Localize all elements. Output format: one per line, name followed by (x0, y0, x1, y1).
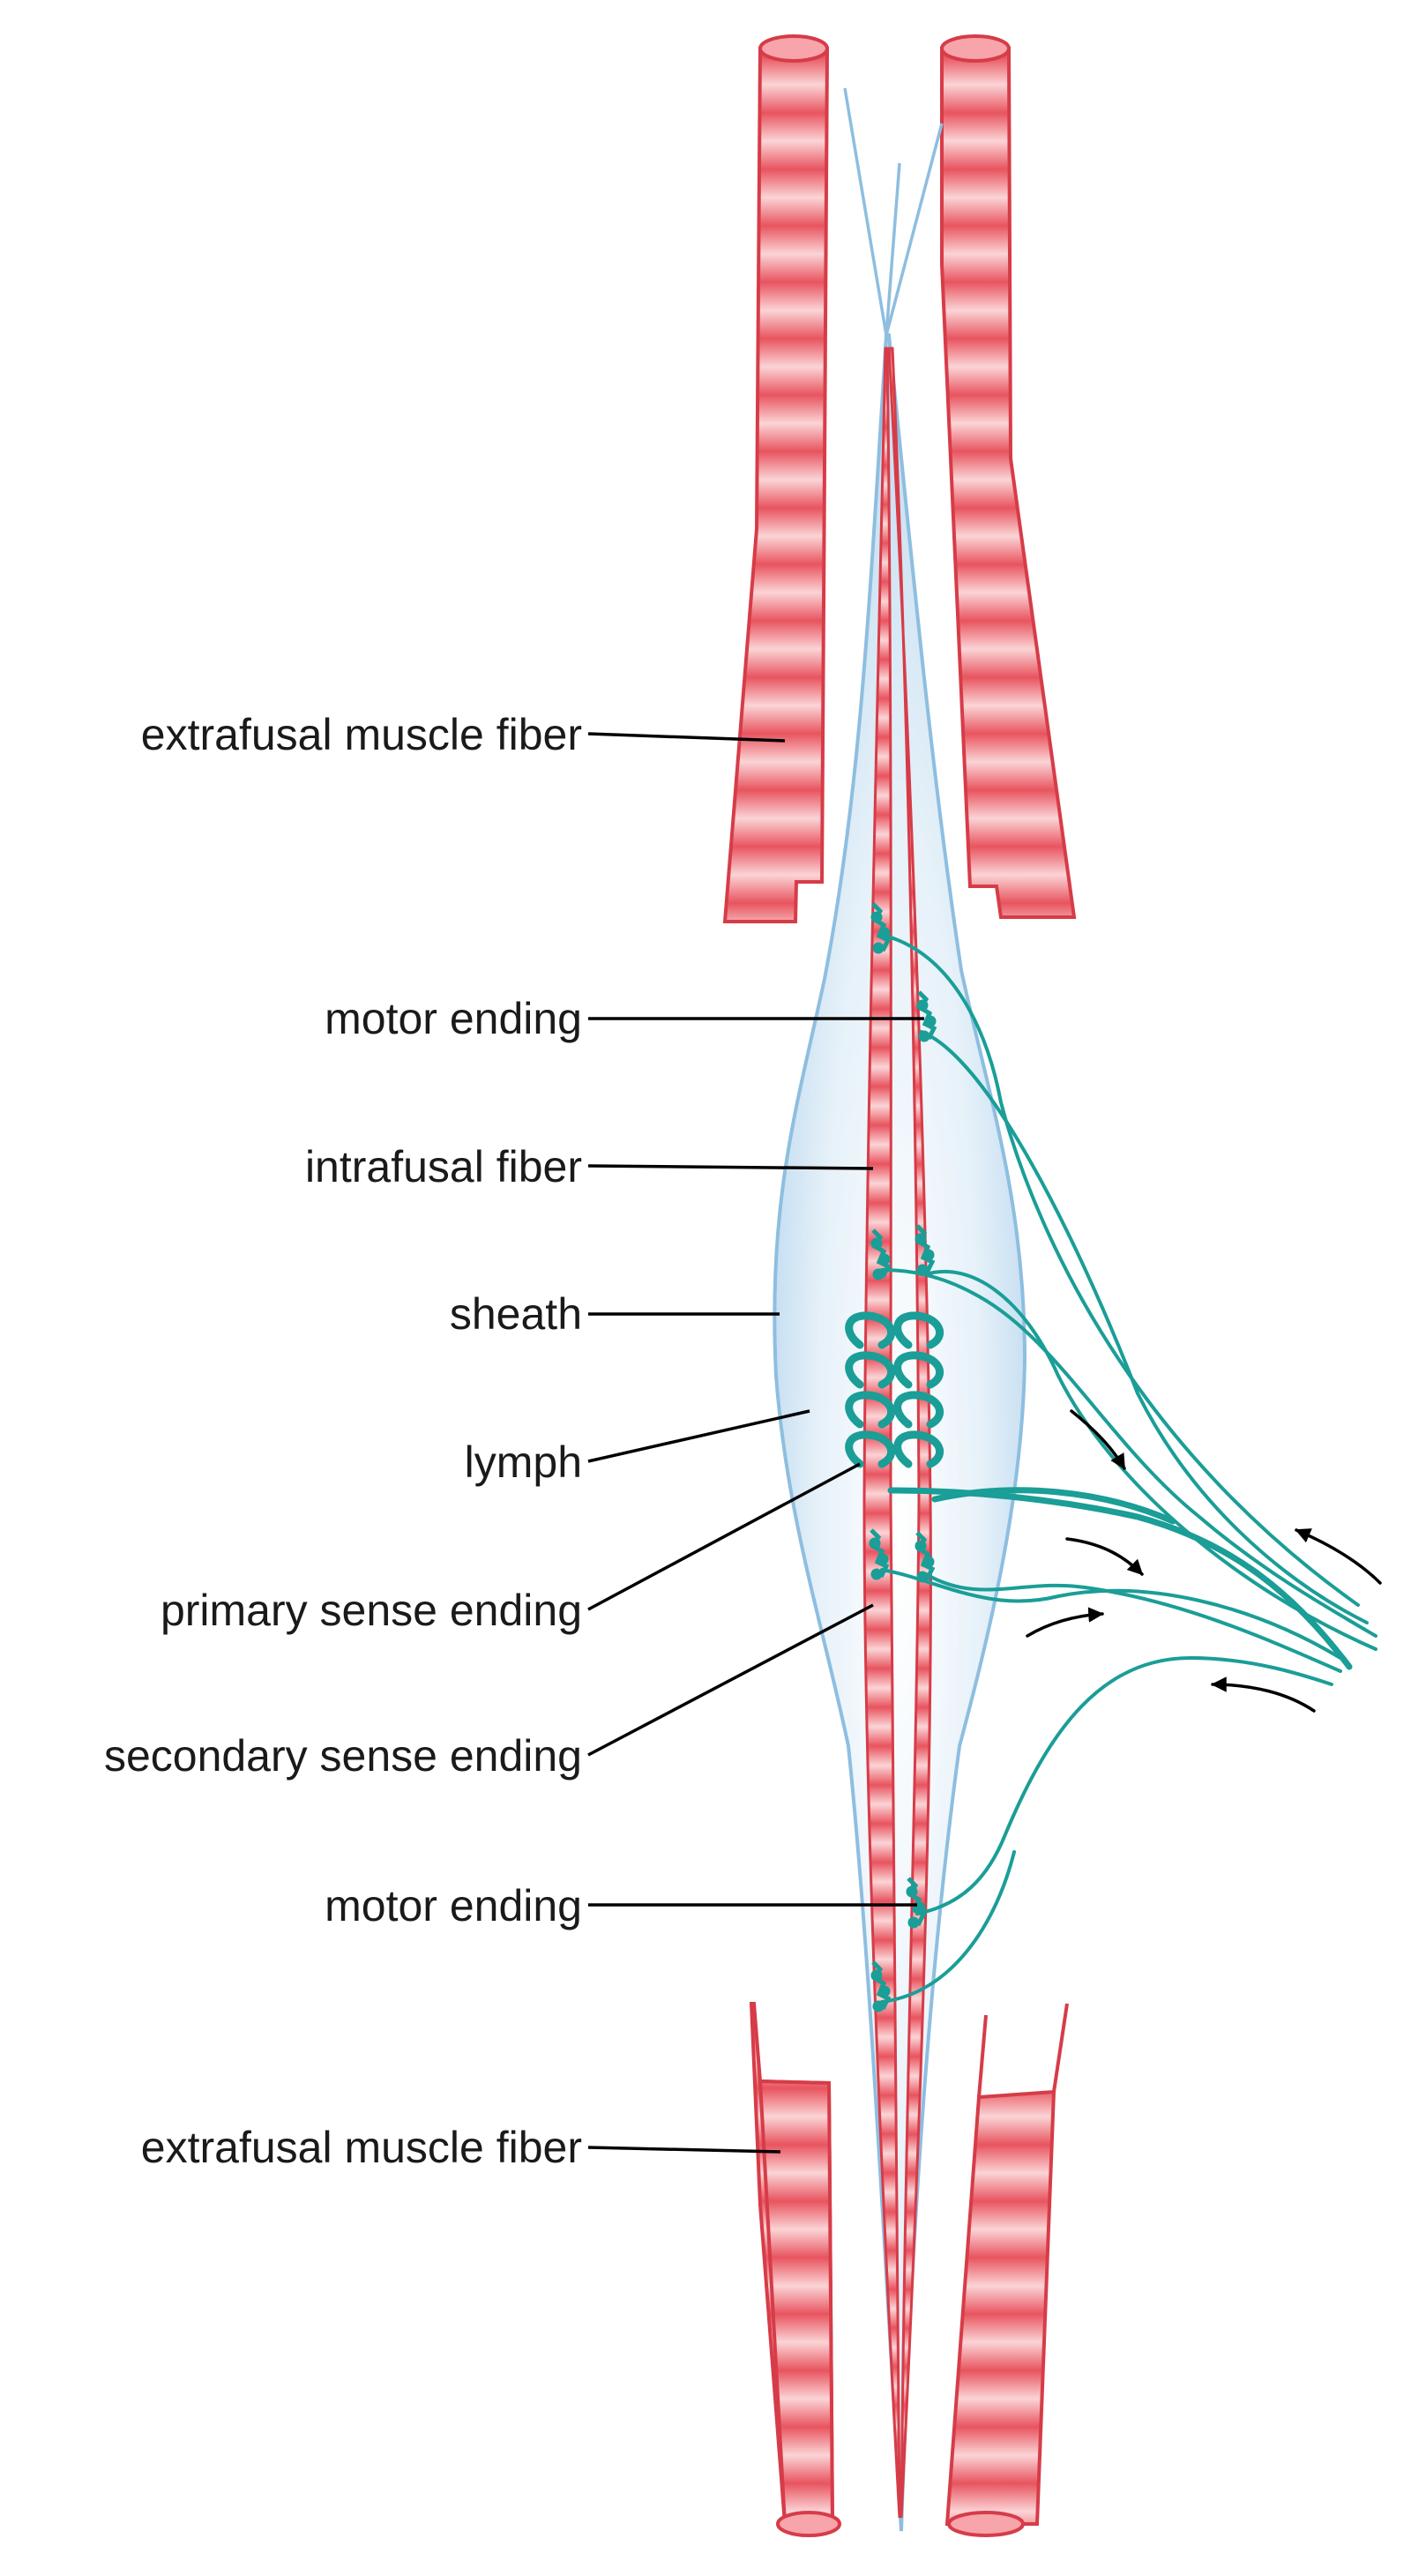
extrafusal-fiber-bottom-left (749, 2002, 841, 2537)
nerve-ending-icon (906, 1877, 927, 1929)
label-motor-ending-top: motor ending (325, 994, 582, 1043)
primary-sense-ending-spirals (845, 1311, 944, 1468)
nerve-ending-clusters (869, 902, 937, 2012)
arrow-icon (1026, 1607, 1104, 1638)
label-lymph: lymph (465, 1437, 582, 1487)
nerve-ending-icon (870, 1960, 892, 2012)
label-sheath: sheath (450, 1289, 582, 1339)
label-intrafusal-fiber: intrafusal fiber (305, 1142, 582, 1191)
flow-arrows (1026, 1409, 1382, 1713)
arrow-icon (1070, 1409, 1126, 1470)
nerve-ending-icon (869, 1528, 890, 1580)
label-extrafusal-fiber-bottom: extrafusal muscle fiber (141, 2123, 582, 2172)
label-extrafusal-fiber-top: extrafusal muscle fiber (141, 710, 582, 759)
nerve-ending-icon (870, 1228, 892, 1281)
nerve-ending-icon (870, 902, 892, 954)
nerve-fibers (880, 933, 1377, 2004)
extrafusal-fiber-bottom-right (944, 2003, 1069, 2537)
label-primary-sense-ending: primary sense ending (161, 1586, 582, 1635)
sheath-top-strands (843, 87, 944, 336)
nerve-ending-icon (915, 1224, 936, 1276)
sheath-capsule (773, 333, 1027, 2532)
arrow-icon (1065, 1537, 1144, 1576)
extrafusal-fiber-top-right (940, 34, 1077, 919)
leader-lines (587, 732, 924, 2154)
label-secondary-sense-ending: secondary sense ending (104, 1731, 582, 1781)
nerve-ending-icon (916, 990, 937, 1042)
arrow-icon (1295, 1528, 1382, 1585)
arrow-icon (1211, 1676, 1316, 1713)
intrafusal-fiber-right (887, 347, 932, 2519)
extrafusal-fiber-top-left (722, 34, 830, 923)
labels: extrafusal muscle fiber motor ending int… (104, 710, 582, 2172)
intrafusal-fiber-left (862, 347, 901, 2519)
nerve-ending-icon (915, 1531, 936, 1583)
label-motor-ending-bottom: motor ending (325, 1881, 582, 1930)
